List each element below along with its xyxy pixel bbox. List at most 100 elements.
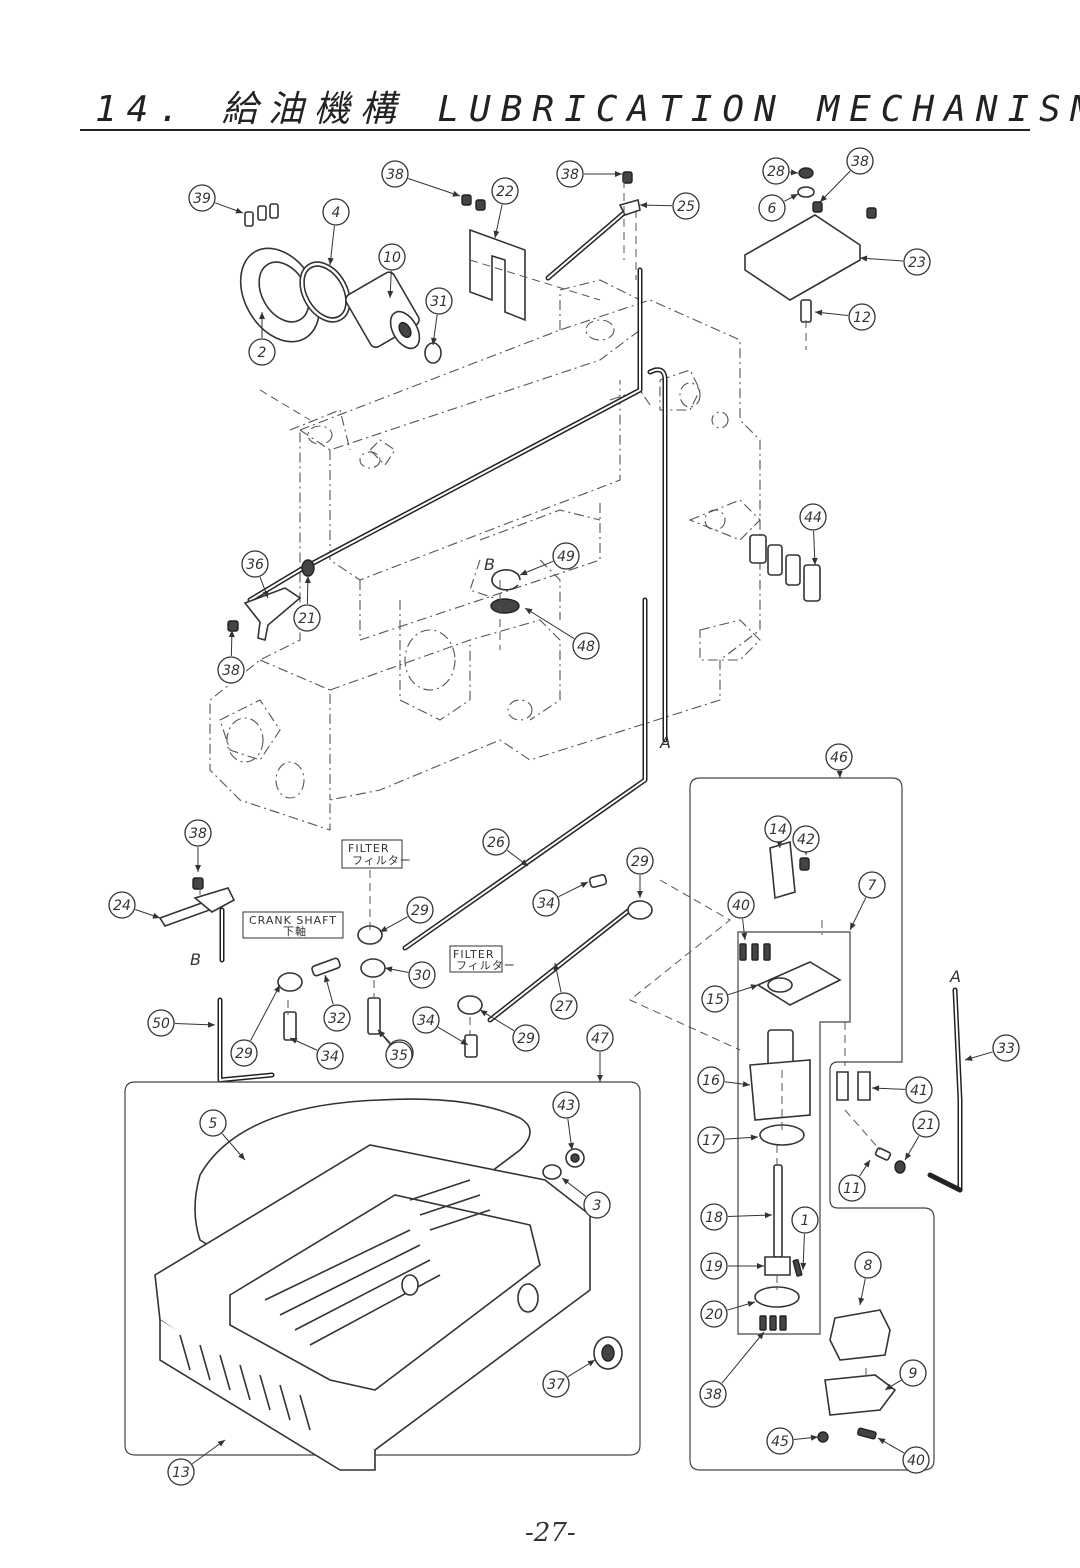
callout-number: 20 bbox=[705, 1307, 723, 1323]
callout-39: 39 bbox=[188, 184, 244, 214]
callout-arrowhead bbox=[259, 312, 265, 319]
callout-arrowhead bbox=[810, 1434, 818, 1441]
crank-shaft-label-en: CRANK SHAFT bbox=[249, 914, 337, 927]
callout-arrowhead bbox=[217, 1440, 225, 1447]
callout-number: 18 bbox=[705, 1210, 723, 1226]
callout-leader bbox=[819, 170, 851, 203]
callout-25: 25 bbox=[639, 192, 700, 220]
callout-2: 2 bbox=[248, 312, 276, 366]
callout-number: 27 bbox=[555, 999, 573, 1015]
callout-number: 7 bbox=[868, 878, 877, 894]
callout-number: 24 bbox=[113, 898, 131, 914]
callout-number: 22 bbox=[496, 184, 514, 200]
callout-circle bbox=[184, 819, 212, 847]
callout-circle bbox=[792, 825, 820, 853]
callout-number: 34 bbox=[321, 1049, 339, 1065]
callout-10: 10 bbox=[378, 243, 406, 299]
callout-arrowhead bbox=[815, 309, 823, 316]
callout-leader bbox=[859, 257, 904, 262]
oil-filter-assembly bbox=[239, 203, 442, 364]
callout-arrowhead bbox=[493, 230, 500, 238]
callout-circle bbox=[848, 303, 876, 331]
oil-pan-group bbox=[124, 1081, 641, 1471]
callout-arrowhead bbox=[790, 194, 798, 200]
callout-number: 28 bbox=[767, 164, 785, 180]
callout-circle bbox=[532, 889, 560, 917]
callout-number: 11 bbox=[843, 1181, 861, 1197]
callout-circle bbox=[412, 1006, 440, 1034]
callout-number: 10 bbox=[383, 250, 401, 266]
callout-number: 9 bbox=[909, 1366, 918, 1382]
callout-circle bbox=[425, 287, 453, 315]
callout-5: 5 bbox=[199, 1109, 246, 1161]
callout-circle bbox=[992, 1034, 1020, 1062]
callout-arrowhead bbox=[836, 770, 843, 778]
callout-number: 44 bbox=[804, 510, 822, 526]
callout-circle bbox=[323, 1004, 351, 1032]
callout-14: 14 bbox=[764, 815, 792, 849]
callout-number: 37 bbox=[547, 1377, 565, 1393]
callout-arrowhead bbox=[965, 1055, 973, 1061]
callout-arrowhead bbox=[452, 190, 460, 197]
callout-29: 29 bbox=[626, 847, 654, 898]
filter-label-2-en: FILTER bbox=[453, 948, 495, 961]
callout-arrowhead bbox=[207, 1021, 215, 1028]
callout-number: 31 bbox=[430, 294, 448, 310]
callout-number: 23 bbox=[908, 255, 926, 271]
callout-arrowhead bbox=[327, 257, 334, 265]
callout-number: 29 bbox=[631, 854, 649, 870]
callout-circle bbox=[241, 550, 269, 578]
callout-arrowhead bbox=[820, 194, 828, 202]
ref-letter-a-pipe: A bbox=[949, 967, 961, 986]
callout-number: 33 bbox=[997, 1041, 1015, 1057]
callout-leader bbox=[408, 178, 461, 197]
callout-12: 12 bbox=[814, 303, 876, 331]
callout-27: 27 bbox=[550, 962, 578, 1020]
callout-arrowhead bbox=[597, 1075, 603, 1082]
callout-30: 30 bbox=[384, 961, 436, 989]
callout-15: 15 bbox=[701, 984, 759, 1013]
callout-circle bbox=[825, 743, 853, 771]
callout-number: 1 bbox=[801, 1213, 810, 1229]
callout-1: 1 bbox=[791, 1206, 819, 1271]
callout-number: 29 bbox=[235, 1046, 253, 1062]
callout-circle bbox=[406, 896, 434, 924]
callout-44: 44 bbox=[799, 503, 827, 566]
callout-3: 3 bbox=[561, 1177, 611, 1219]
callout-7: 7 bbox=[849, 871, 886, 931]
callout-43: 43 bbox=[552, 1091, 580, 1151]
callout-arrowhead bbox=[562, 1178, 570, 1185]
callout-number: 35 bbox=[390, 1048, 408, 1064]
callout-circle bbox=[542, 1370, 570, 1398]
callout-arrowhead bbox=[290, 1038, 298, 1044]
callout-circle bbox=[572, 632, 600, 660]
callout-number: 38 bbox=[704, 1387, 722, 1403]
callout-18: 18 bbox=[700, 1203, 773, 1231]
callout-number: 16 bbox=[702, 1073, 720, 1089]
crank-shaft-label-jp: 下軸 bbox=[283, 924, 307, 938]
callout-arrowhead bbox=[520, 569, 528, 576]
callout-circle bbox=[902, 1446, 930, 1474]
callout-arrowhead bbox=[750, 1134, 758, 1141]
callout-arrowhead bbox=[262, 590, 269, 598]
callout-28: 28 bbox=[762, 157, 799, 185]
callout-45: 45 bbox=[766, 1427, 819, 1455]
callout-33: 33 bbox=[964, 1034, 1020, 1062]
callout-number: 41 bbox=[910, 1083, 928, 1099]
page-title: 14. 給油機構 LUBRICATION MECHANISM bbox=[95, 89, 1080, 130]
callout-circle bbox=[799, 503, 827, 531]
callout-number: 38 bbox=[386, 167, 404, 183]
callout-arrowhead bbox=[228, 630, 235, 638]
callout-arrowhead bbox=[580, 882, 588, 888]
filter-label-1: FILTER フィルター bbox=[341, 839, 411, 869]
callout-number: 6 bbox=[768, 201, 777, 217]
callout-arrowhead bbox=[615, 171, 622, 177]
callout-32: 32 bbox=[323, 974, 351, 1032]
filter-label-2: FILTER フィルター bbox=[449, 945, 516, 973]
filter-label-2-jp: フィルター bbox=[456, 959, 516, 972]
callout-leader bbox=[250, 984, 281, 1041]
oil-pipes bbox=[217, 209, 963, 1193]
callout-arrowhead bbox=[741, 932, 748, 940]
callout-circle bbox=[762, 157, 790, 185]
machine-frame-phantom bbox=[209, 279, 761, 831]
